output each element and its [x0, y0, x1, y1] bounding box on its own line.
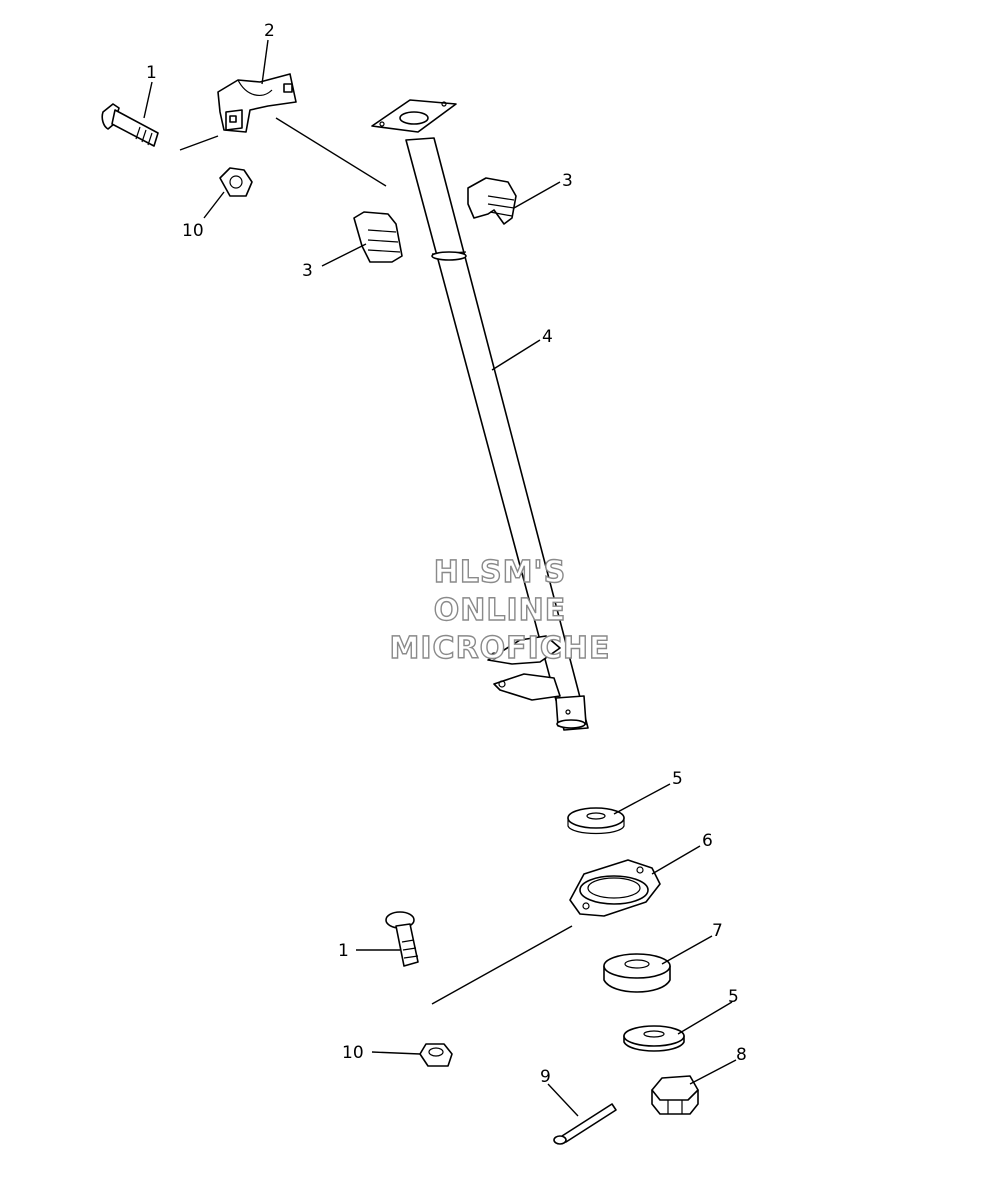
callout-5-bottom: 5	[728, 987, 739, 1007]
callout-5-top: 5	[672, 769, 683, 789]
watermark-line-1: HLSM'S	[434, 555, 566, 590]
callout-2: 2	[264, 21, 275, 41]
castle-nut	[651, 1075, 699, 1115]
steering-post-clamp	[217, 73, 297, 133]
callout-9: 9	[540, 1067, 551, 1087]
callout-8: 8	[736, 1045, 747, 1065]
callout-numbers: 1 2 3 3 10 4 5 6 7 1 5 10 8 9	[146, 21, 747, 1087]
bushing-half-right	[467, 177, 517, 225]
callout-3-left: 3	[302, 261, 313, 281]
callout-3-right: 3	[562, 171, 573, 191]
carriage-bolt-top	[101, 103, 159, 147]
leader-lines	[143, 39, 737, 1117]
hex-nut-bottom	[419, 1043, 453, 1067]
bearing-flange	[569, 859, 661, 917]
watermark-line-3: MICROFICHE	[390, 631, 611, 666]
watermark-line-2: ONLINE	[434, 593, 567, 628]
callout-10-bottom: 10	[342, 1043, 364, 1063]
bushing-half-left	[353, 211, 403, 263]
assembly-lines	[179, 117, 573, 1005]
callout-4: 4	[542, 327, 553, 347]
callout-10-top: 10	[182, 221, 204, 241]
callout-6: 6	[702, 831, 713, 851]
steering-post-tube	[371, 99, 589, 731]
callout-7: 7	[712, 921, 723, 941]
watermark: HLSM'S ONLINE MICROFICHE	[389, 554, 611, 666]
cotter-pin	[553, 1103, 617, 1145]
callout-1-bottom: 1	[338, 941, 349, 961]
hex-nut-top	[219, 167, 253, 197]
washer-top	[567, 807, 625, 835]
bushing-7	[603, 953, 671, 993]
washer-bottom	[623, 1025, 685, 1052]
carriage-bolt-bottom	[385, 911, 419, 967]
callout-1-top: 1	[146, 63, 157, 83]
